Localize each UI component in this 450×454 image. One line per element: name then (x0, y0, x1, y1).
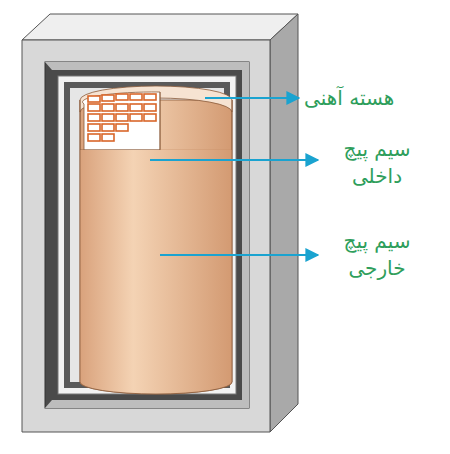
leader-line (160, 254, 318, 256)
winding-coil (80, 86, 232, 394)
iron-core (22, 14, 298, 432)
leader-line (150, 159, 318, 161)
part-label: سیم پیچ خارجی (322, 228, 432, 282)
leader-line (205, 97, 299, 99)
leader-arrows (150, 98, 318, 255)
part-label: هسته آهنی (304, 85, 394, 112)
part-label: سیم پیچ داخلی (322, 136, 432, 190)
